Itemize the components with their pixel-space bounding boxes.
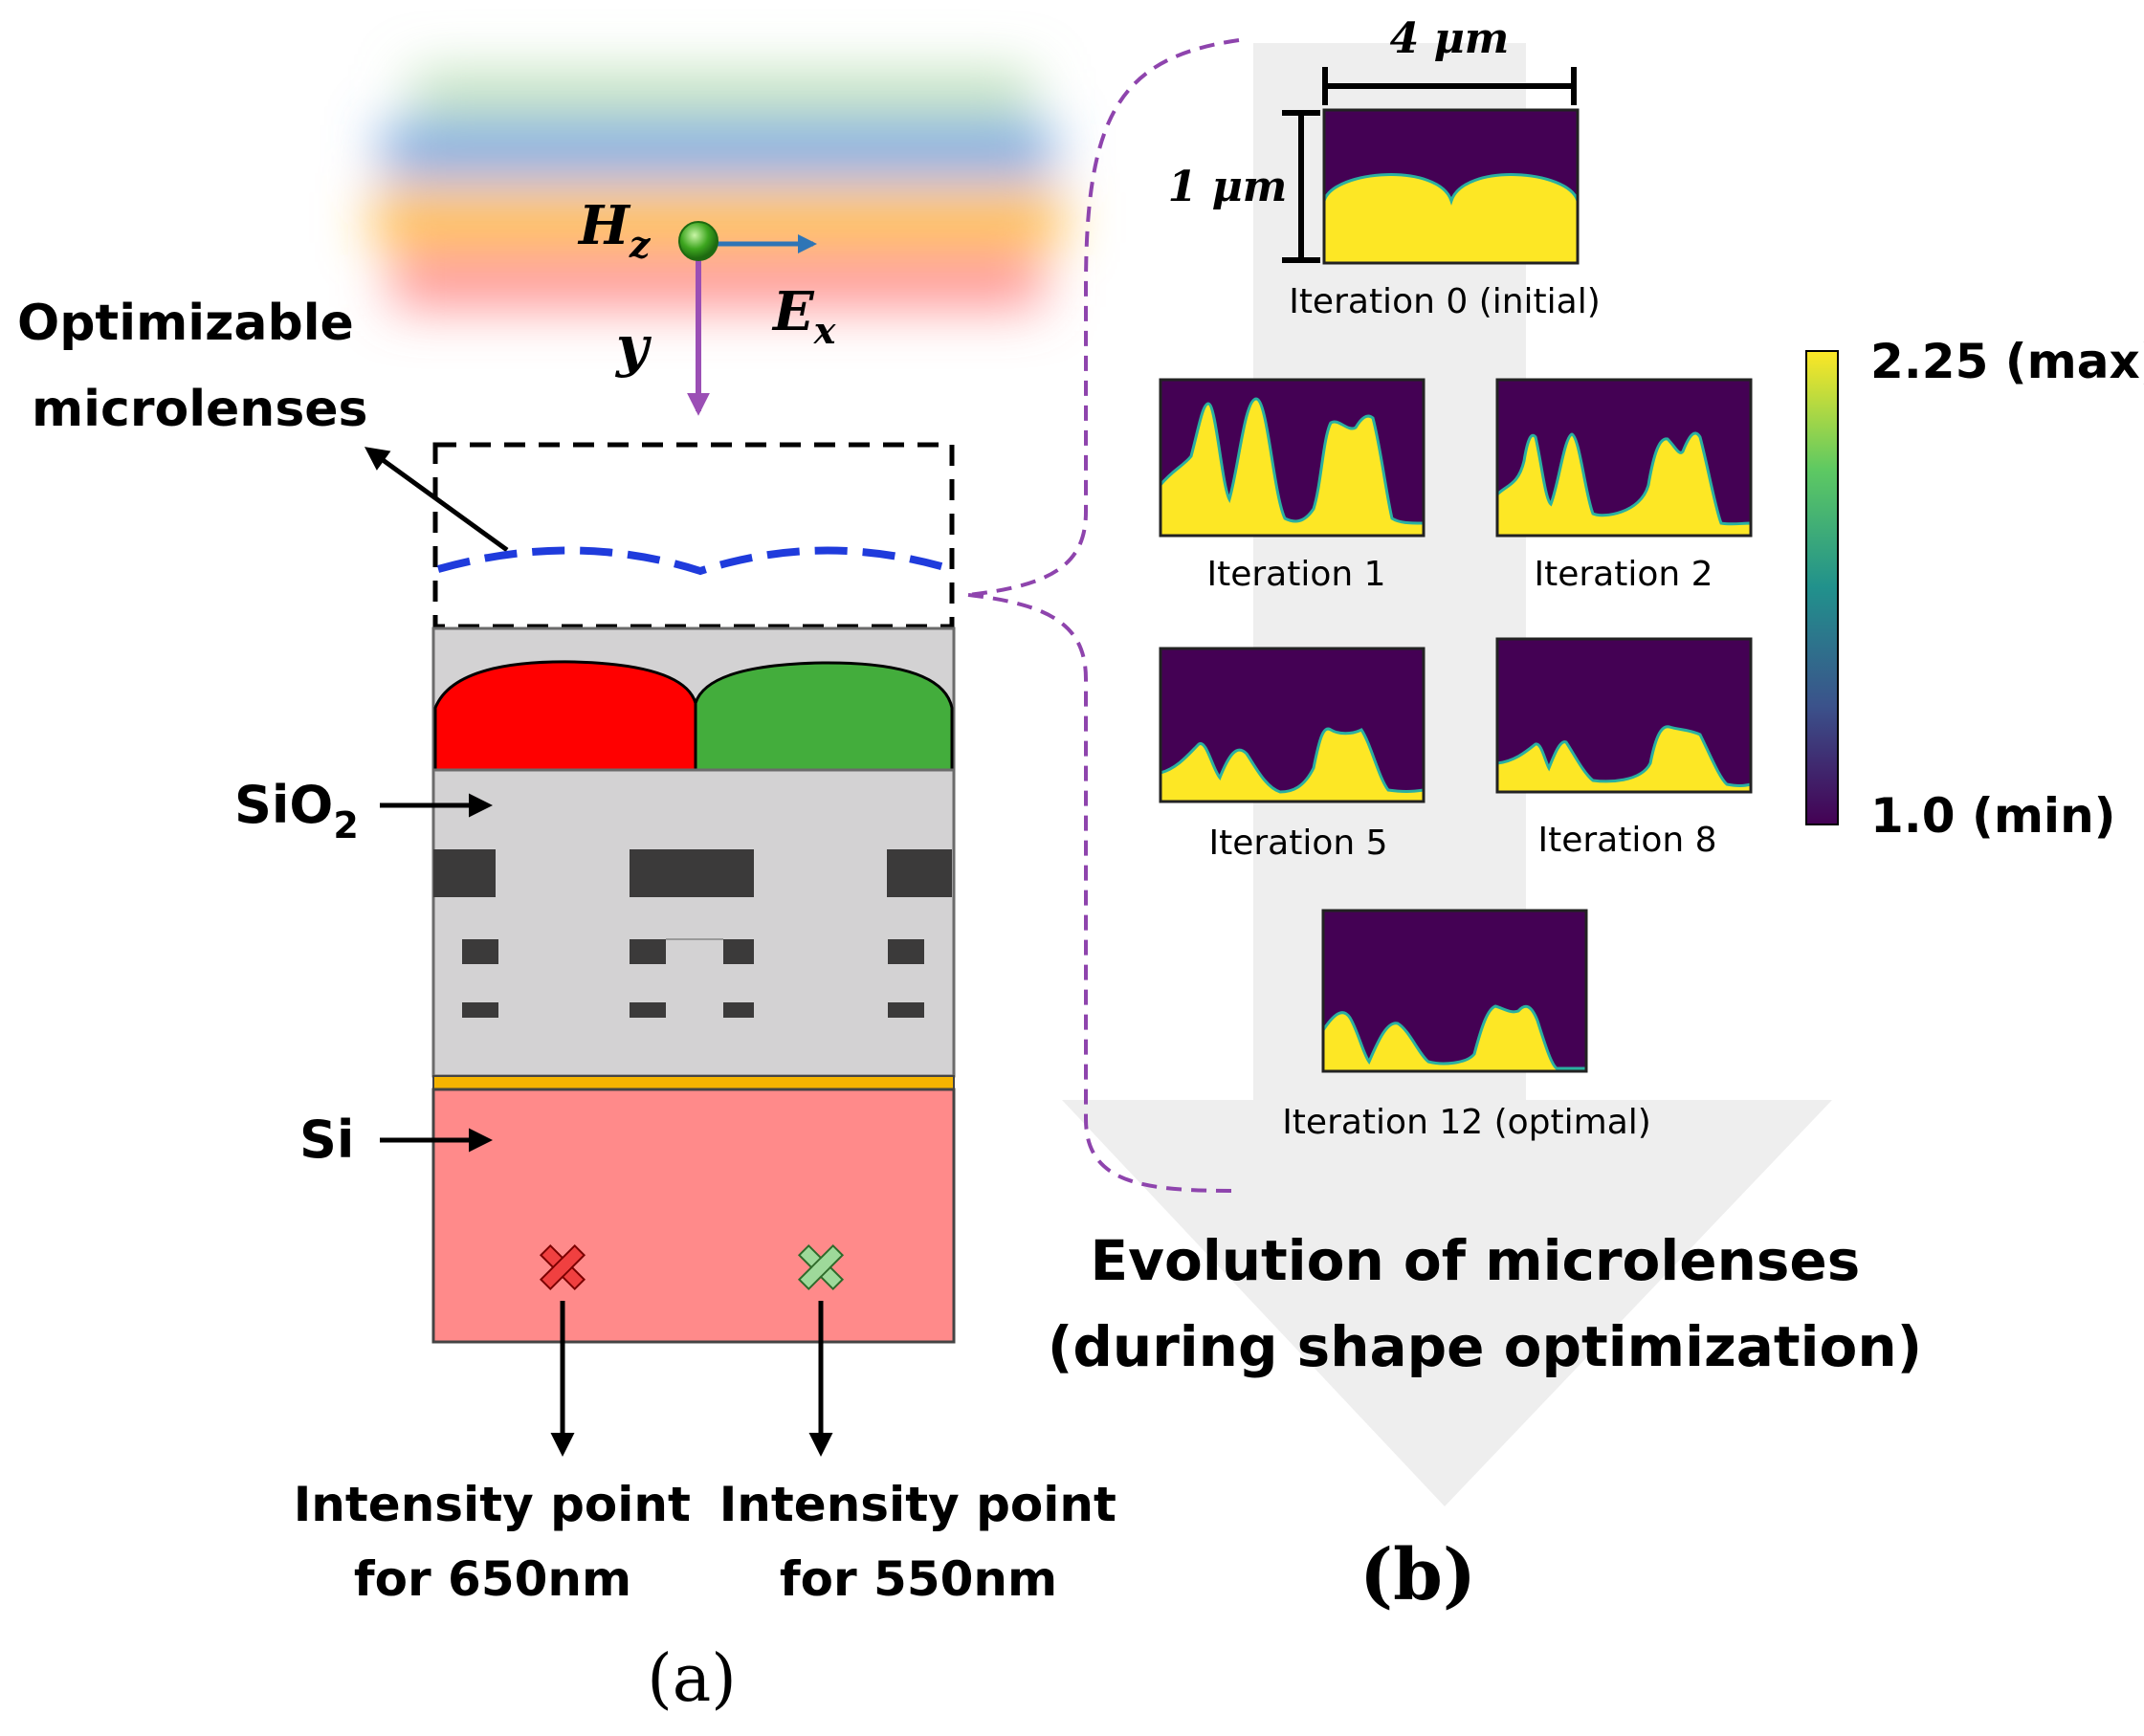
- iteration-thumbnails: [1159, 108, 1753, 1073]
- si-label: Si: [299, 1110, 354, 1170]
- hz-out-of-plane-icon: [678, 221, 718, 261]
- scale-height-label: 1 μm: [1168, 163, 1288, 211]
- sio2-label: SiO2: [234, 775, 359, 846]
- iteration-8-thumbnail: [1495, 637, 1753, 794]
- ex-label: Ex: [771, 280, 837, 352]
- panel-b: 4 μm 1 μm Iteration 0 (initial) Iteratio…: [967, 14, 2144, 1616]
- intensity-650-label: Intensity point for 650nm: [294, 1477, 708, 1607]
- caption-a: (a): [647, 1641, 737, 1717]
- scale-bar-width: [1322, 67, 1577, 105]
- caption-b: (b): [1359, 1534, 1476, 1616]
- scale-bar-height: [1282, 110, 1320, 263]
- metal-interconnects: [433, 849, 952, 1018]
- hz-label: Hz: [577, 194, 652, 266]
- iteration-2-thumbnail: [1495, 378, 1753, 538]
- y-label: y: [614, 314, 652, 379]
- optimizable-label: Optimizable microlenses: [17, 295, 371, 438]
- absorber-layer: [432, 1075, 955, 1090]
- evolution-label: Evolution of microlenses (during shape o…: [1048, 1228, 1922, 1379]
- panel-a: Hz Ex y Optimizable microlenses: [17, 72, 1134, 1717]
- intensity-point-650-icon: [539, 1243, 586, 1291]
- initial-lens-outline: [436, 546, 953, 576]
- colorbar: [1805, 350, 1839, 825]
- optimizable-pointer: [364, 447, 509, 553]
- intensity-550-label: Intensity point for 550nm: [719, 1477, 1134, 1607]
- iteration-12-thumbnail: [1321, 909, 1588, 1073]
- optimization-region: [432, 442, 955, 629]
- iteration-1-label: Iteration 1: [1206, 555, 1385, 594]
- colorbar-max-label: 2.25 (max): [1870, 334, 2144, 389]
- iteration-0-thumbnail: [1322, 108, 1580, 265]
- iteration-12-label: Iteration 12 (optimal): [1282, 1103, 1651, 1142]
- incident-light: [373, 72, 1062, 306]
- colorbar-min-label: 1.0 (min): [1870, 788, 2116, 844]
- scale-width-label: 4 μm: [1390, 14, 1510, 63]
- red-color-filter: [433, 660, 697, 772]
- iteration-5-label: Iteration 5: [1208, 824, 1387, 863]
- iteration-5-thumbnail: [1159, 647, 1426, 803]
- iteration-1-thumbnail: [1159, 378, 1426, 538]
- sio2-layer: [431, 768, 956, 1078]
- iteration-0-label: Iteration 0 (initial): [1289, 282, 1601, 321]
- zoom-bracket: [967, 38, 1240, 597]
- intensity-point-550-icon: [797, 1243, 845, 1291]
- si-substrate: [431, 1088, 956, 1344]
- green-color-filter: [694, 661, 954, 772]
- iteration-8-label: Iteration 8: [1537, 821, 1716, 860]
- iteration-2-label: Iteration 2: [1534, 555, 1713, 594]
